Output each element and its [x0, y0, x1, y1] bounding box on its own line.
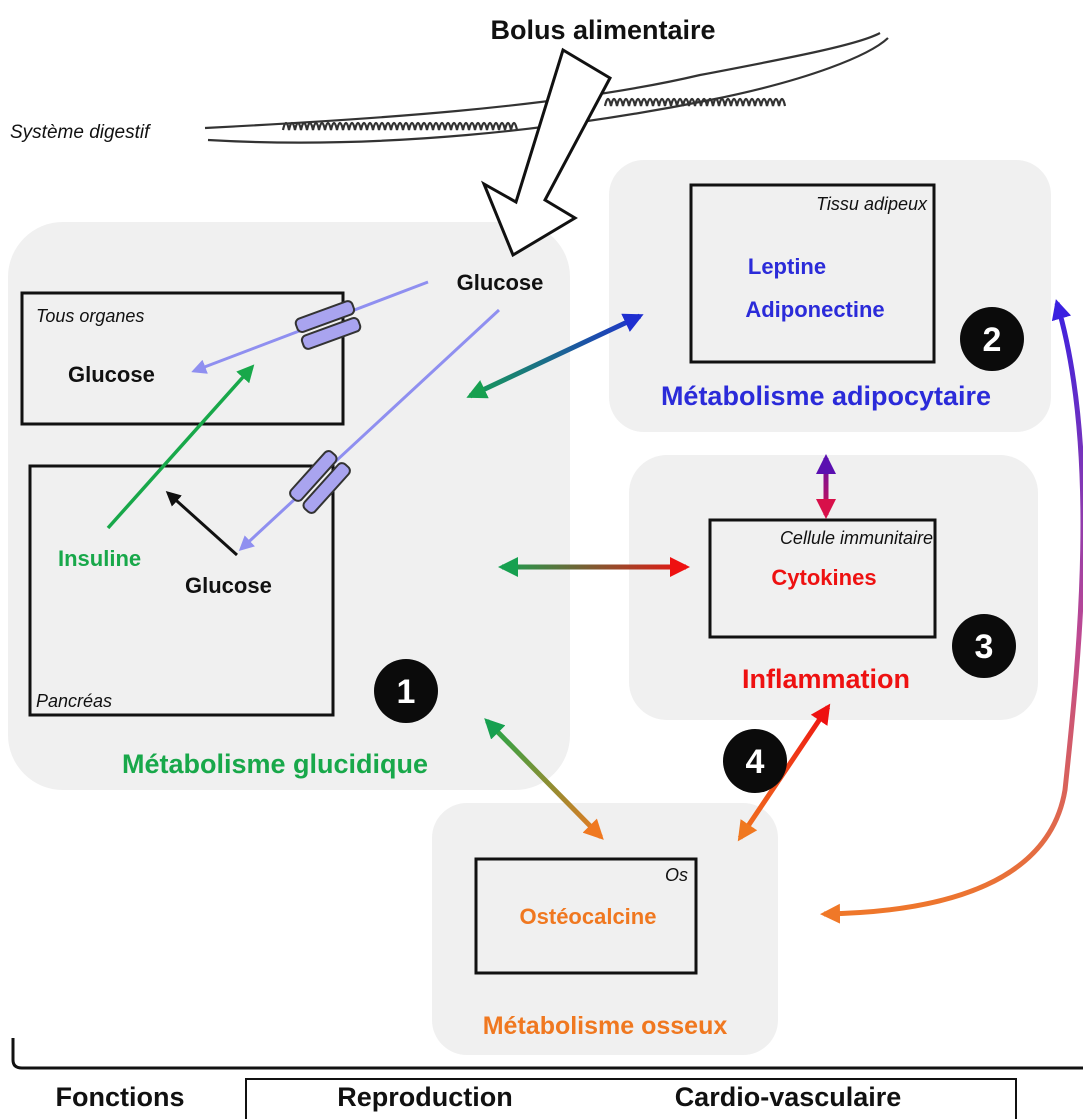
bracket-line — [11, 1038, 1083, 1070]
badge-2: 2 — [960, 307, 1024, 371]
bolus-label: Bolus alimentaire — [490, 15, 715, 45]
organs-glucose-label: Glucose — [68, 362, 155, 387]
organs-box-label: Tous organes — [36, 306, 144, 326]
pancreas-signal-arrow — [165, 490, 239, 557]
badge-4: 4 — [723, 729, 787, 793]
osteocalcine-label: Ostéocalcine — [520, 904, 657, 929]
digestive-tract-illustration — [204, 32, 889, 144]
insulin-to-organs-arrow — [106, 364, 255, 530]
svg-text:4: 4 — [746, 743, 765, 781]
svg-text:1: 1 — [397, 673, 416, 711]
svg-text:2: 2 — [983, 321, 1002, 359]
bone-box-label: Os — [665, 865, 688, 885]
svg-text:3: 3 — [975, 628, 994, 666]
adipocytaire-osseux-arrow — [820, 299, 1083, 924]
glucose-transporter-top — [294, 300, 362, 350]
glucose-transporter-bottom — [289, 450, 351, 514]
glucidique-osseux-arrow — [484, 718, 604, 840]
glucose-entry-label: Glucose — [457, 270, 544, 295]
inflammation-title: Inflammation — [742, 664, 910, 694]
badge-3: 3 — [952, 614, 1016, 678]
glucidique-title: Métabolisme glucidique — [122, 749, 428, 779]
osseux-title: Métabolisme osseux — [483, 1012, 728, 1040]
reproduction-label: Reproduction — [337, 1082, 513, 1112]
pancreas-box — [28, 464, 335, 717]
fonctions-label: Fonctions — [56, 1082, 185, 1112]
pancreas-glucose-label: Glucose — [185, 573, 272, 598]
badge-1: 1 — [374, 659, 438, 723]
functions-box — [245, 1078, 1017, 1119]
adipose-box — [689, 183, 936, 364]
panel-osseux — [432, 803, 778, 1055]
insulin-label: Insuline — [58, 546, 141, 571]
glucose-to-pancreas-arrow — [238, 308, 501, 552]
adipocytaire-title: Métabolisme adipocytaire — [661, 381, 991, 411]
adiponectine-label: Adiponectine — [745, 297, 884, 322]
immune-cell-box-label: Cellule immunitaire — [780, 528, 933, 548]
leptine-label: Leptine — [748, 254, 826, 279]
organs-box — [20, 291, 345, 426]
digestive-system-label: Système digestif — [10, 122, 151, 143]
bolus-arrow — [480, 47, 612, 258]
glucidique-adipocytaire-arrow — [466, 313, 644, 399]
cytokines-label: Cytokines — [771, 565, 876, 590]
pancreas-box-label: Pancréas — [36, 691, 112, 711]
adipose-box-label: Tissu adipeux — [816, 194, 928, 214]
bone-box — [474, 857, 698, 975]
cardio-vasculaire-label: Cardio-vasculaire — [675, 1082, 902, 1112]
